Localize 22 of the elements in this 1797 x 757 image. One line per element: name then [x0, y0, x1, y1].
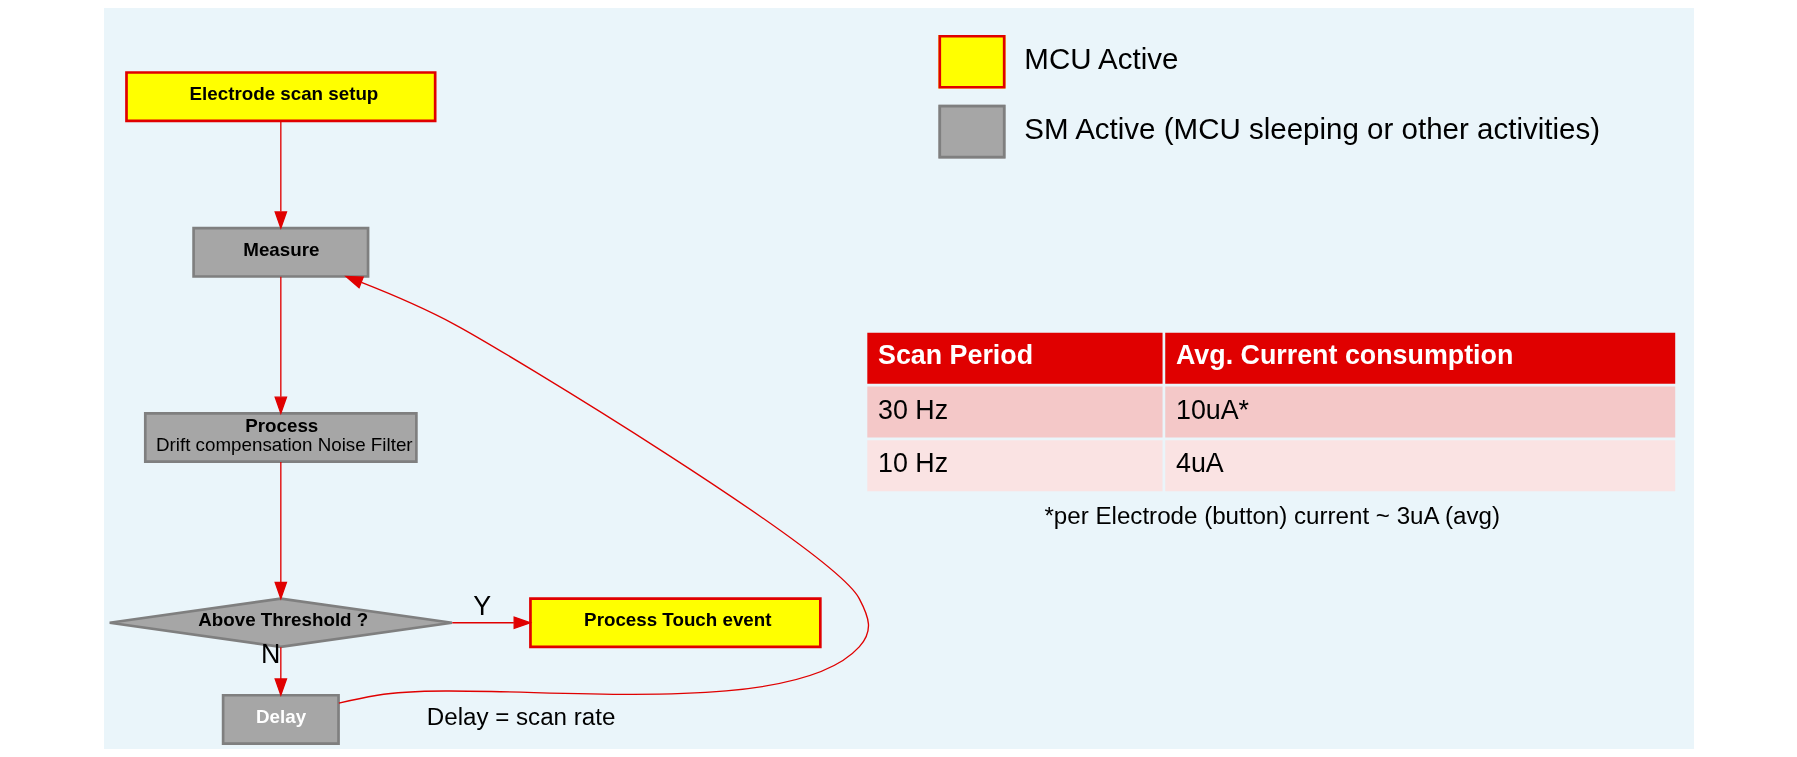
node-box: Process Drift compensation Noise Filter [143, 412, 418, 464]
arrow [273, 120, 287, 231]
arrow [273, 276, 287, 416]
label: 10 Hz [877, 448, 948, 479]
label: Avg. Current consumption [1175, 339, 1513, 370]
arrow [337, 275, 869, 704]
label: 30 Hz [877, 394, 948, 425]
node-label: Delay = scan rate [426, 703, 615, 731]
arrow [451, 616, 532, 630]
label: *per Electrode (button) current ~ 3uA (avg) [1043, 501, 1500, 529]
legend-label: MCU Active [1023, 42, 1178, 76]
node-box: Electrode scan setup [124, 71, 436, 123]
arrow [273, 461, 287, 601]
node-box: Measure [191, 226, 369, 278]
label: 10uA* [1175, 394, 1249, 425]
label: Scan Period [877, 339, 1033, 370]
legend-label: SM Active (MCU sleeping or other activities) [1023, 112, 1600, 146]
node-box: Delay [221, 693, 340, 745]
edge-label: Y [472, 590, 491, 621]
arrow [273, 646, 287, 698]
label: 4uA [1175, 448, 1224, 479]
node-box: Process Touch event [528, 597, 822, 649]
